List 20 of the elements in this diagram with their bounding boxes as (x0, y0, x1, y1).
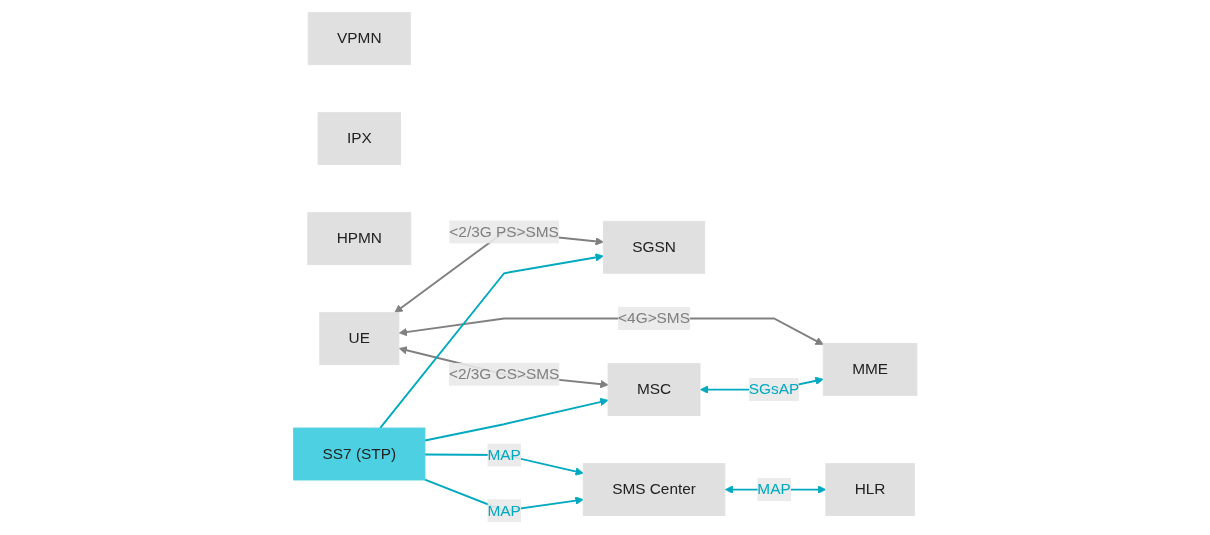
node-box: HLR (825, 463, 915, 517)
edge-label: SGsAP (748, 380, 799, 398)
arrow (378, 253, 604, 429)
node-box: VPMN (307, 12, 411, 66)
edge-label: <2/3G PS>SMS (449, 223, 559, 240)
node-box: SGSN (602, 220, 705, 274)
node-box: MSC (607, 363, 701, 417)
node-box: UE (319, 312, 400, 366)
edge-label: MAP (757, 480, 791, 498)
arrow (398, 346, 609, 389)
edge-label: <2/3G CS>SMS (448, 365, 559, 382)
node-box: IPX (317, 112, 401, 166)
node-box: MME (822, 342, 918, 396)
edge-label: <4G>SMS (617, 309, 690, 327)
arrow (423, 397, 609, 442)
node-box: HPMN (307, 212, 411, 266)
node-box: SS7 (STP) (292, 427, 426, 481)
node-box: SMS Center (582, 463, 725, 517)
edge-label: MAP (487, 446, 521, 463)
edge-label: MAP (487, 502, 521, 519)
